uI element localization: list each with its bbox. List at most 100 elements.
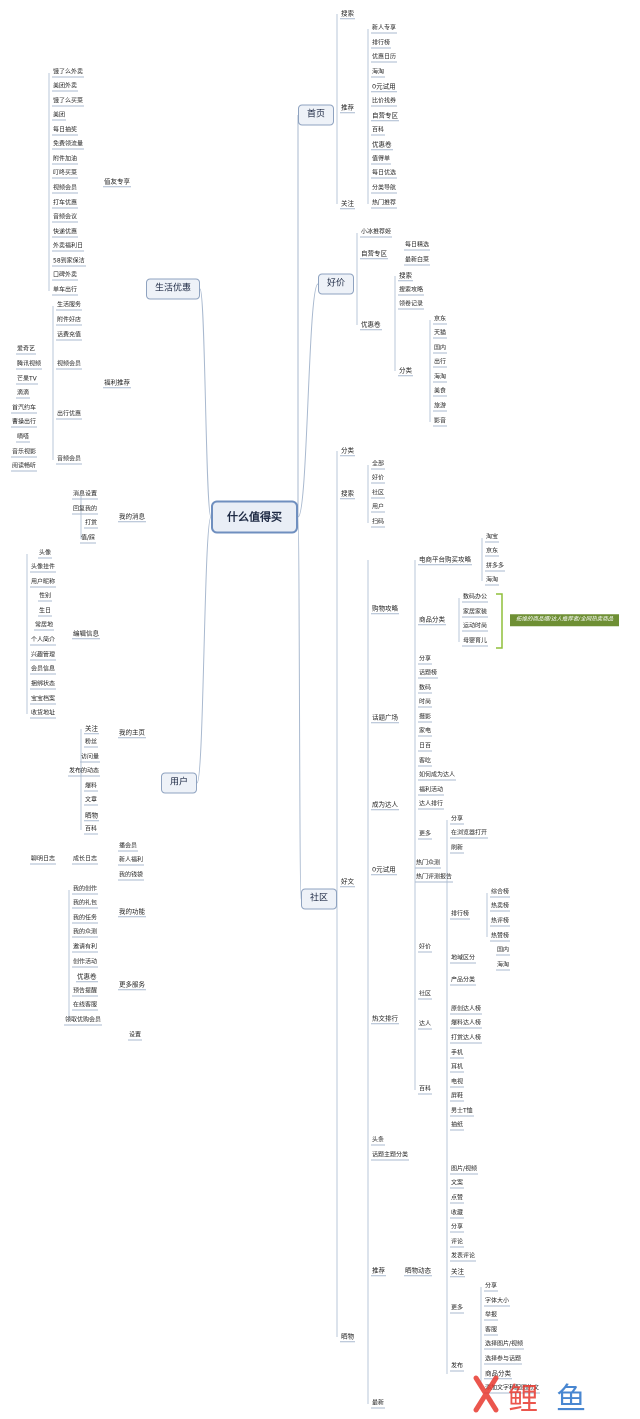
mindmap-node: 手机 [450, 1049, 465, 1059]
watermark-char-2: 鲤 [508, 1382, 538, 1417]
mindmap-node: 叮咚买菜 [52, 169, 79, 179]
mindmap-node: 热卖榜 [490, 902, 511, 912]
mindmap-node: 附件加油 [52, 155, 79, 165]
mindmap-node: 分类 [340, 446, 355, 456]
mindmap-node: 比价找券 [371, 97, 398, 107]
mindmap-node: 屏鞋 [450, 1092, 465, 1102]
mindmap-node: 更多服务 [118, 980, 146, 990]
mindmap-node: 推荐 [371, 1266, 386, 1276]
mindmap-node: 社区 [371, 489, 386, 499]
mindmap-node: 美团 [52, 111, 67, 121]
mindmap-node: 兴趣管理 [30, 651, 57, 661]
mindmap-node: 数码 [418, 684, 433, 694]
mindmap-node: 分享 [418, 655, 433, 665]
mindmap-node: 自营专区 [360, 249, 388, 259]
mindmap-node: 搜索攻略 [398, 286, 425, 296]
mindmap-node: 京东 [485, 547, 500, 557]
mindmap-node: 新人福利 [118, 856, 145, 866]
mindmap-node: 达人排行 [418, 800, 445, 810]
mindmap-node: 生活服务 [56, 301, 83, 311]
mindmap-node: 发布的动态 [68, 767, 101, 777]
mindmap-node: 芒果TV [16, 375, 38, 385]
mindmap-node: 预告提醒 [72, 987, 99, 997]
mindmap-node: 捆绑状态 [30, 680, 57, 690]
mindmap-node: 成为达人 [371, 800, 399, 810]
mindmap-node: 话题主题分类 [371, 1151, 410, 1161]
mindmap-node: 嘀嗒 [16, 433, 31, 443]
mindmap-node: 首汽约车 [11, 404, 38, 414]
mindmap-node: 福利推荐 [103, 378, 131, 388]
mindmap-node: 58到家保洁 [52, 257, 86, 267]
mindmap-node: 家电 [418, 727, 433, 737]
mindmap-node: 饿了么外卖 [52, 68, 85, 78]
bracket-path [496, 593, 503, 649]
mindmap-node: 更多 [450, 1304, 465, 1314]
mindmap-node: 外卖福利日 [52, 242, 85, 252]
mindmap-node: 分享 [484, 1282, 499, 1292]
mindmap-node: 推荐 [340, 103, 355, 113]
mindmap-node: 评论 [450, 1238, 465, 1248]
mindmap-node: 自营专区 [371, 111, 399, 121]
mindmap-node: 添加文字和配图的文 [484, 1384, 541, 1394]
mindmap-node: 我的创作 [72, 885, 99, 895]
mindmap-node: 热评榜 [490, 917, 511, 927]
mindmap-node: 好文 [340, 877, 355, 887]
mindmap-node: 打赏 [84, 519, 99, 529]
mindmap-node: 关注 [84, 724, 99, 734]
mindmap-node: 排行榜 [371, 39, 392, 49]
mindmap-node: 文案 [450, 1179, 465, 1189]
mindmap-node: 男士T恤 [450, 1107, 474, 1117]
mindmap-node: 耳机 [450, 1063, 465, 1073]
mindmap-node: 我的消息 [118, 512, 146, 522]
mindmap-node: 设置 [128, 1031, 143, 1041]
mindmap-node: 头像 [38, 549, 53, 559]
mindmap-node: 滴滴 [16, 389, 31, 399]
mindmap-node: 编辑信息 [72, 629, 100, 639]
mindmap-node: 搜索 [340, 489, 355, 499]
mindmap-node: 头像挂件 [30, 563, 57, 573]
mindmap-node: 粉丝 [84, 738, 99, 748]
mindmap-node: 收藏 [450, 1209, 465, 1219]
mindmap-node: 最新 [371, 1399, 386, 1409]
mindmap-node: 头条 [371, 1136, 386, 1146]
mindmap-node: 优惠卷 [360, 320, 382, 330]
mindmap-node: 家居家装 [462, 608, 489, 618]
mindmap-node: 文章 [84, 796, 99, 806]
mindmap-node: 美食 [433, 387, 448, 397]
mindmap-node: 宝宝档案 [30, 695, 57, 705]
mindmap-node: 我的任务 [72, 914, 99, 924]
mindmap-node: 音频会议 [52, 213, 79, 223]
mindmap-node: 产品分类 [450, 976, 477, 986]
mindmap-node: 原创达人榜 [450, 1005, 483, 1015]
mindmap-node: 生日 [38, 607, 53, 617]
mindmap-node: 阅读畅听 [11, 462, 38, 472]
mindmap-node: 运动时尚 [462, 622, 489, 632]
mindmap-node: 0元试用 [371, 865, 397, 875]
mindmap-node: 购物攻略 [371, 604, 399, 614]
mindmap-node: 分享 [450, 1223, 465, 1233]
mindmap-node: 摄影 [418, 713, 433, 723]
mindmap-node: 我的钱袋 [118, 871, 145, 881]
mindmap-node: 举报 [484, 1311, 499, 1321]
mindmap-node: 旅游 [433, 402, 448, 412]
mindmap-node: 领取优购会员 [64, 1016, 103, 1026]
mindmap-node: 电商平台购买攻略 [418, 555, 472, 565]
mindmap-node: 百科 [371, 126, 386, 136]
mindmap-node: 发表评论 [450, 1252, 477, 1262]
mindmap-node: 海淘 [496, 961, 511, 971]
mindmap-node: 打车优惠 [52, 199, 79, 209]
mindmap-node: 出行 [433, 358, 448, 368]
mindmap-node: 分类导航 [371, 184, 398, 194]
mindmap-node: 每日优选 [371, 169, 398, 179]
mindmap-node: 全部 [371, 460, 386, 470]
mindmap-node: 分类 [398, 366, 413, 376]
mindmap-node: 音频会员 [56, 455, 83, 465]
mindmap-node: 海淘 [433, 373, 448, 383]
mindmap-node: 关注 [340, 199, 355, 209]
mindmap-node: 地域区分 [450, 954, 477, 964]
branch-node: 首页 [298, 104, 335, 126]
mindmap-node: 京东 [433, 315, 448, 325]
mindmap-node: 搜索 [340, 9, 355, 19]
